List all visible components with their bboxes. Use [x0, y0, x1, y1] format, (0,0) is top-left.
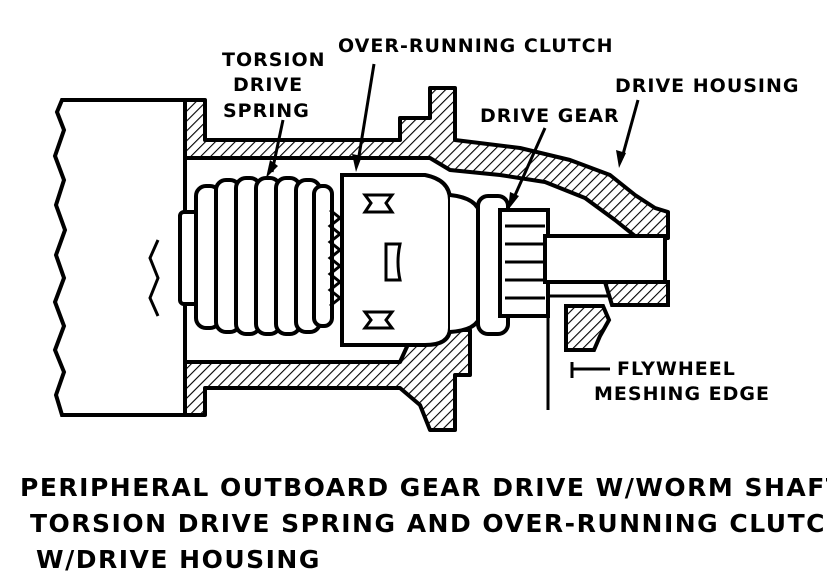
drive-gear: [476, 194, 550, 336]
label-flywheel-line1: FLYWHEEL: [617, 358, 736, 380]
label-torsion-line1: TORSION: [222, 49, 326, 71]
torsion-drive-spring: [178, 176, 343, 336]
housing-nose: [602, 280, 670, 307]
label-torsion-line2: DRIVE: [233, 74, 303, 96]
clutch-roller-top: [362, 193, 395, 214]
label-drive-housing: DRIVE HOUSING: [615, 75, 800, 97]
over-running-clutch: [340, 173, 482, 347]
motor-body: [52, 98, 187, 417]
label-flywheel-line2: MESHING EDGE: [594, 383, 770, 405]
caption-line3: W/DRIVE HOUSING: [36, 545, 321, 574]
caption-line1: PERIPHERAL OUTBOARD GEAR DRIVE W/WORM SH…: [20, 473, 827, 502]
clutch-roller-bottom: [362, 310, 395, 330]
clutch-key: [384, 242, 402, 282]
label-over-running-clutch: OVER-RUNNING CLUTCH: [338, 35, 614, 57]
label-drive-gear: DRIVE GEAR: [480, 105, 620, 127]
label-torsion-line3: SPRING: [223, 100, 310, 122]
leader-lines: [266, 63, 640, 378]
flywheel: [546, 294, 612, 410]
housing-upper-wall: [183, 86, 670, 242]
worm-shaft: [543, 234, 667, 284]
caption-line2: TORSION DRIVE SPRING AND OVER-RUNNING CL…: [30, 509, 827, 538]
